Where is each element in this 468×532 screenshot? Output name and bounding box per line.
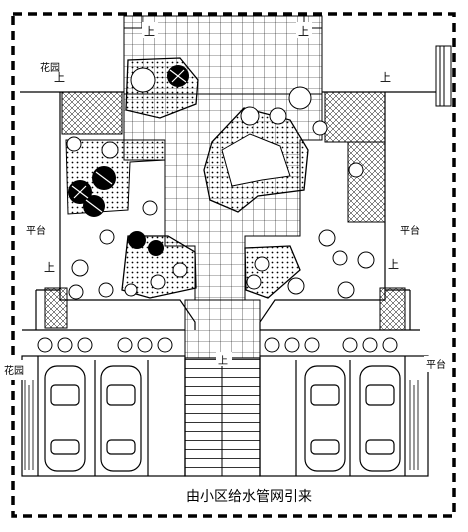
right-lower-brick	[379, 287, 406, 331]
dark-tree-highlights	[71, 69, 187, 213]
label-flower-bed-bottom: 花园	[4, 364, 24, 377]
label-up-lower-left: 上	[44, 261, 55, 274]
garage-right	[259, 355, 429, 477]
shrub-row-left	[37, 337, 173, 353]
car-4	[359, 365, 401, 472]
right-brick-pavement	[324, 91, 386, 143]
left-lower-brick	[44, 287, 68, 329]
label-platform-left: 平台	[26, 224, 46, 237]
right-edge-structure	[435, 45, 452, 107]
garage-left	[21, 355, 186, 477]
car-1	[44, 365, 86, 472]
label-up-stairs: 上	[218, 355, 228, 367]
water-feature	[221, 133, 291, 187]
corner-planting-strips	[24, 380, 419, 470]
shrub-row-right	[264, 337, 398, 353]
label-platform-right: 平台	[400, 224, 420, 237]
site-boundary	[11, 12, 456, 518]
label-flower-bed-top: 花园	[40, 61, 60, 74]
right-brick-strip	[347, 141, 386, 223]
label-up-top-left: 上	[144, 25, 155, 38]
label-up-left: 上	[54, 71, 65, 84]
central-walkway	[184, 299, 261, 359]
label-backgrounds	[4, 22, 452, 380]
caption: 由小区给水管网引来	[186, 489, 312, 505]
outline-trees	[66, 67, 375, 300]
car-3	[304, 365, 346, 472]
car-2	[100, 365, 142, 472]
label-up-top-right: 上	[298, 25, 309, 38]
planter-left	[121, 235, 197, 299]
label-up-right: 上	[380, 71, 391, 84]
left-brick-pavement	[61, 91, 123, 135]
building-walls	[20, 91, 436, 331]
label-up-lower-right: 上	[388, 258, 399, 271]
label-platform-bottom-right: 平台	[426, 358, 446, 371]
